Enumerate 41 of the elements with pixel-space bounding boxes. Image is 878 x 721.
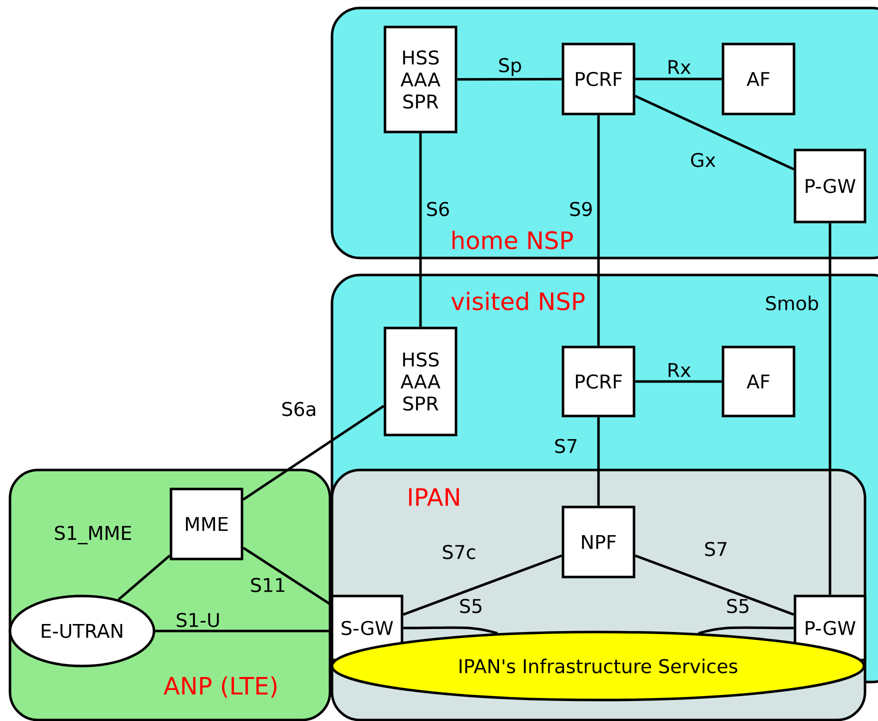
connector-line — [402, 554, 562, 616]
network-box: P-GW — [794, 148, 866, 224]
network-box: PCRF — [562, 346, 636, 418]
connector-line — [155, 630, 331, 632]
edge-label: S6a — [282, 402, 316, 416]
edge-label: Rx — [668, 60, 691, 74]
edge-label: S1-U — [176, 612, 219, 628]
network-box: MME — [170, 488, 244, 560]
connector-line — [698, 626, 794, 635]
connector-line — [828, 223, 832, 595]
connector-line — [635, 78, 722, 80]
network-box: NPF — [562, 506, 636, 578]
edge-label: S1_MME — [55, 526, 132, 544]
edge-label: Smob — [766, 296, 818, 310]
edge-label: Rx — [668, 363, 691, 377]
edge-label: Gx — [691, 152, 716, 168]
connector-line — [597, 115, 600, 346]
edge-label: S5 — [727, 598, 748, 614]
connector-line — [403, 626, 498, 635]
connector-line — [457, 78, 562, 81]
edge-label: S9 — [570, 202, 592, 216]
connector-line — [242, 404, 384, 501]
connector-line — [419, 133, 422, 327]
edge-label: S7 — [555, 438, 576, 454]
edge-label: S5 — [460, 598, 482, 614]
network-box: PCRF — [562, 42, 636, 116]
network-box: AF — [722, 346, 796, 418]
connector-line — [242, 546, 332, 606]
edge-label: S7c — [442, 544, 476, 560]
connector-line — [635, 380, 722, 383]
edge-label: S7 — [705, 542, 726, 556]
connector-line — [597, 417, 600, 506]
network-box: HSS AAA SPR — [384, 326, 458, 436]
edge-label: S11 — [251, 578, 284, 592]
network-box: AF — [722, 42, 796, 116]
network-box: HSS AAA SPR — [384, 26, 458, 134]
connector-line — [634, 554, 794, 616]
connector-line — [118, 554, 171, 601]
edge-label: Sp — [499, 58, 522, 76]
edge-label: S6 — [427, 202, 449, 216]
connector-line — [634, 94, 794, 170]
